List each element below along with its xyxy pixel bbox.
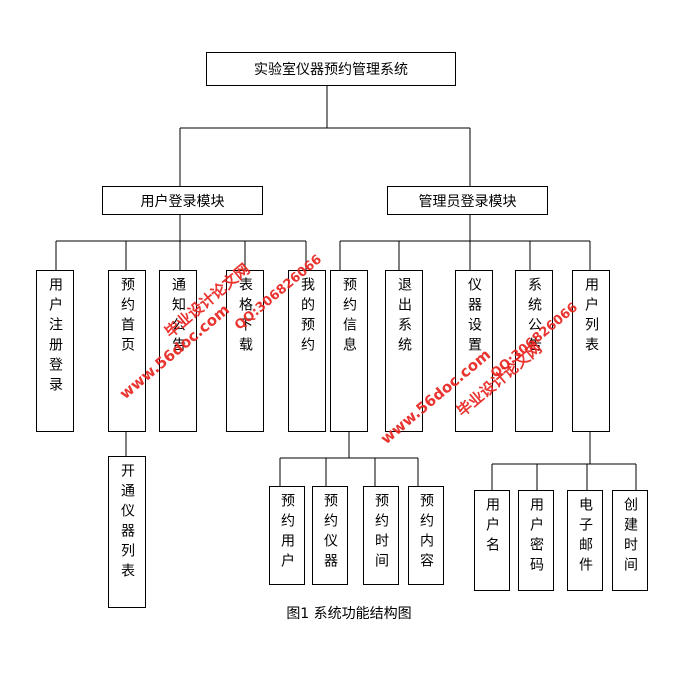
node-label: 预约时间 — [373, 493, 389, 573]
admin-child-logout: 退出系统 — [385, 270, 423, 432]
node-label: 表格下载 — [237, 277, 253, 357]
admin-child-reservation-info: 预约信息 — [330, 270, 368, 432]
reservation-child-content: 预约内容 — [408, 486, 444, 585]
user-child-download: 表格下载 — [226, 270, 264, 432]
admin-child-system-notice: 系统公告 — [515, 270, 553, 432]
node-label: 用户密码 — [528, 497, 544, 577]
node-label: 用户名 — [484, 497, 500, 557]
node-label: 预约信息 — [341, 277, 357, 357]
node-label: 通知公告 — [170, 277, 186, 357]
home-child-instrument-list: 开通仪器列表 — [108, 456, 146, 608]
node-label: 创建时间 — [622, 497, 638, 577]
node-label: 系统公告 — [526, 277, 542, 357]
node-label: 预约首页 — [119, 277, 135, 357]
node-label: 用户列表 — [583, 277, 599, 357]
figure-caption: 图1 系统功能结构图 — [286, 606, 412, 622]
reservation-child-time: 预约时间 — [363, 486, 399, 585]
user-child-notice: 通知公告 — [159, 270, 197, 432]
userlist-child-password: 用户密码 — [518, 490, 554, 591]
user-module-box: 用户登录模块 — [102, 186, 263, 215]
node-label: 退出系统 — [396, 277, 412, 357]
node-label: 开通仪器列表 — [119, 463, 135, 583]
node-label: 电子邮件 — [577, 497, 593, 577]
node-label: 用户注册登录 — [47, 277, 63, 397]
admin-module-label: 管理员登录模块 — [418, 193, 517, 210]
node-label: 预约用户 — [279, 493, 295, 573]
admin-child-instrument-settings: 仪器设置 — [455, 270, 493, 432]
node-label: 预约仪器 — [322, 493, 338, 573]
node-label: 预约内容 — [418, 493, 434, 573]
reservation-child-user: 预约用户 — [269, 486, 305, 585]
user-module-label: 用户登录模块 — [140, 193, 225, 210]
node-label: 仪器设置 — [466, 277, 482, 357]
user-child-home: 预约首页 — [108, 270, 146, 432]
node-label: 我的预约 — [299, 277, 315, 357]
userlist-child-username: 用户名 — [474, 490, 510, 591]
root-label: 实验室仪器预约管理系统 — [254, 62, 408, 78]
admin-module-box: 管理员登录模块 — [387, 186, 548, 215]
admin-child-user-list: 用户列表 — [572, 270, 610, 432]
reservation-child-instrument: 预约仪器 — [312, 486, 348, 585]
userlist-child-email: 电子邮件 — [567, 490, 603, 591]
user-child-register: 用户注册登录 — [36, 270, 74, 432]
root-box: 实验室仪器预约管理系统 — [206, 52, 456, 86]
user-child-my-reservation: 我的预约 — [288, 270, 326, 432]
userlist-child-created-time: 创建时间 — [612, 490, 648, 591]
